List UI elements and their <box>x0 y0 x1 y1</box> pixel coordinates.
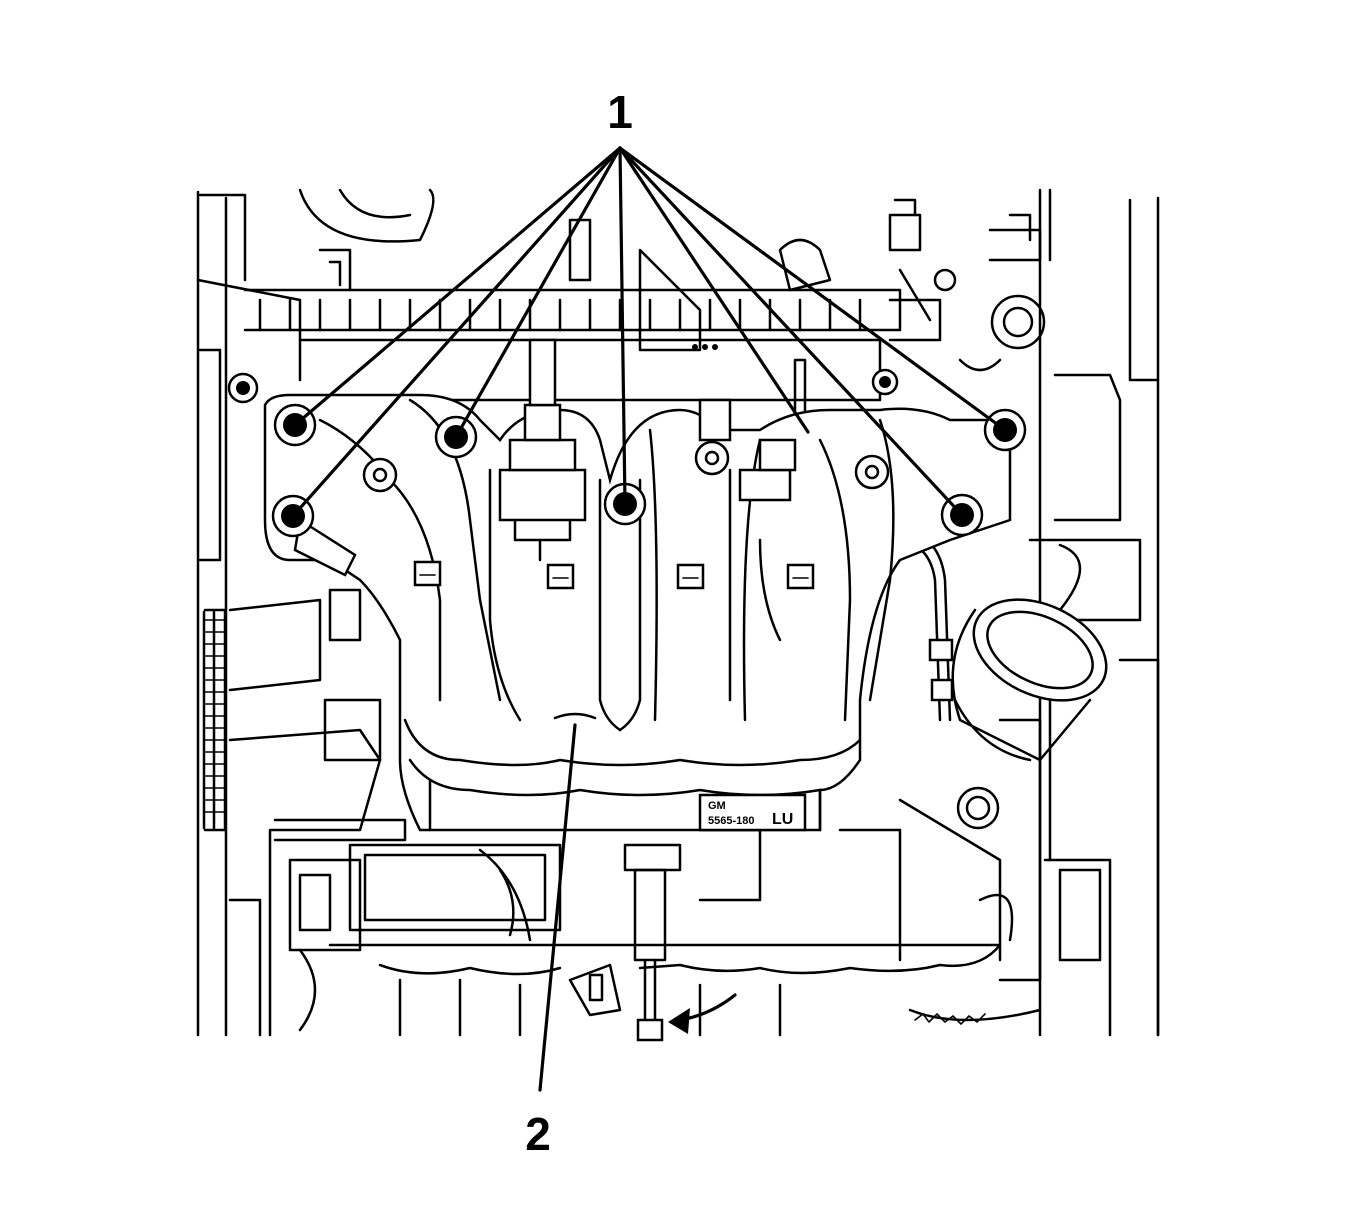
callout-label-1: 1 <box>607 86 633 138</box>
manifold-brand-text: GM <box>708 800 726 812</box>
curved-arrow-icon <box>668 993 737 1034</box>
upper-engine-components <box>243 188 942 402</box>
callout-2-leader <box>538 723 577 1092</box>
engine-block-right <box>898 188 1160 1037</box>
engine-block-left <box>196 190 407 1037</box>
callout-label-2: 2 <box>525 1108 551 1160</box>
manifold-code-text: LU <box>772 811 793 828</box>
lower-engine <box>328 828 1042 1042</box>
manifold-fasteners <box>227 368 1027 538</box>
throttle-body <box>951 598 1108 762</box>
intake-manifold: GM 5565-180 LU <box>263 338 1012 832</box>
manifold-part-number-text: 5565-180 <box>708 815 755 827</box>
callout-1-leaders <box>291 146 1007 518</box>
